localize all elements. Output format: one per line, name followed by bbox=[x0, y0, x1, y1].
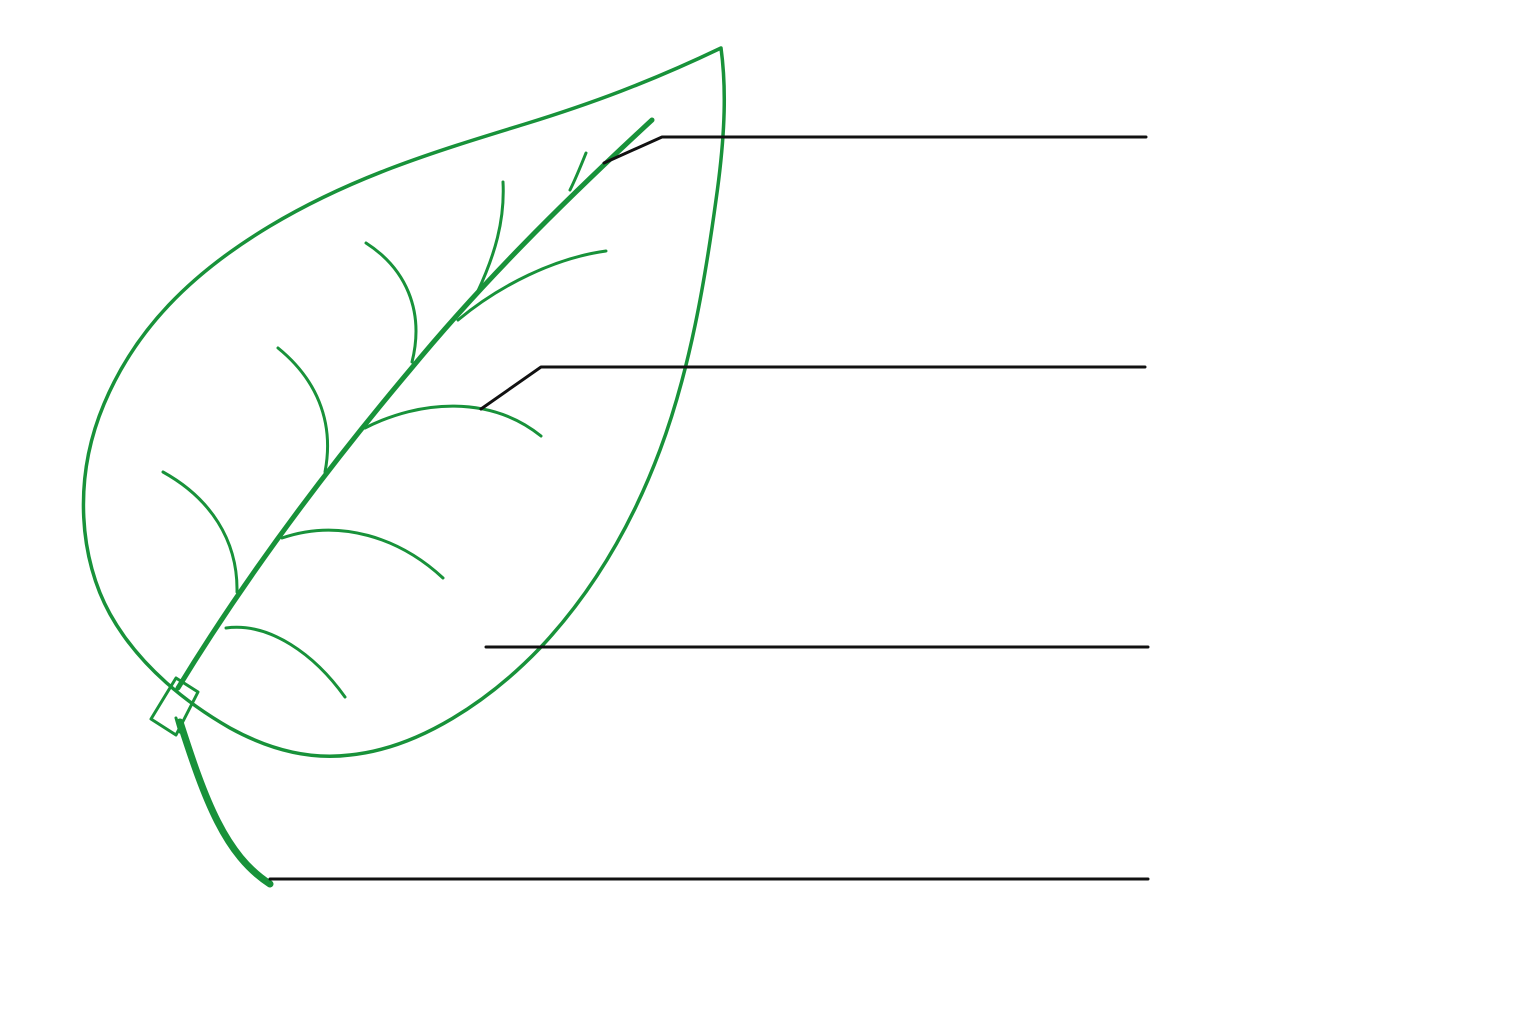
leader-line-2 bbox=[479, 365, 1147, 411]
side-vein-left-4 bbox=[161, 470, 239, 594]
side-vein-left-1 bbox=[475, 180, 505, 295]
petiole bbox=[176, 718, 274, 888]
leaf-base-joint bbox=[149, 676, 200, 737]
leader-line-1 bbox=[602, 135, 1148, 165]
side-vein-right-2 bbox=[456, 249, 608, 322]
leaf-base-joint-tick bbox=[174, 716, 182, 734]
side-vein-right-5 bbox=[224, 625, 347, 699]
midrib bbox=[175, 117, 655, 691]
side-vein-right-3 bbox=[363, 404, 543, 438]
leaf-blade-outline bbox=[81, 46, 727, 759]
side-vein-right-1 bbox=[568, 151, 588, 192]
side-vein-left-3 bbox=[276, 346, 330, 474]
side-vein-right-4 bbox=[280, 528, 445, 580]
side-vein-left-2 bbox=[364, 241, 418, 364]
